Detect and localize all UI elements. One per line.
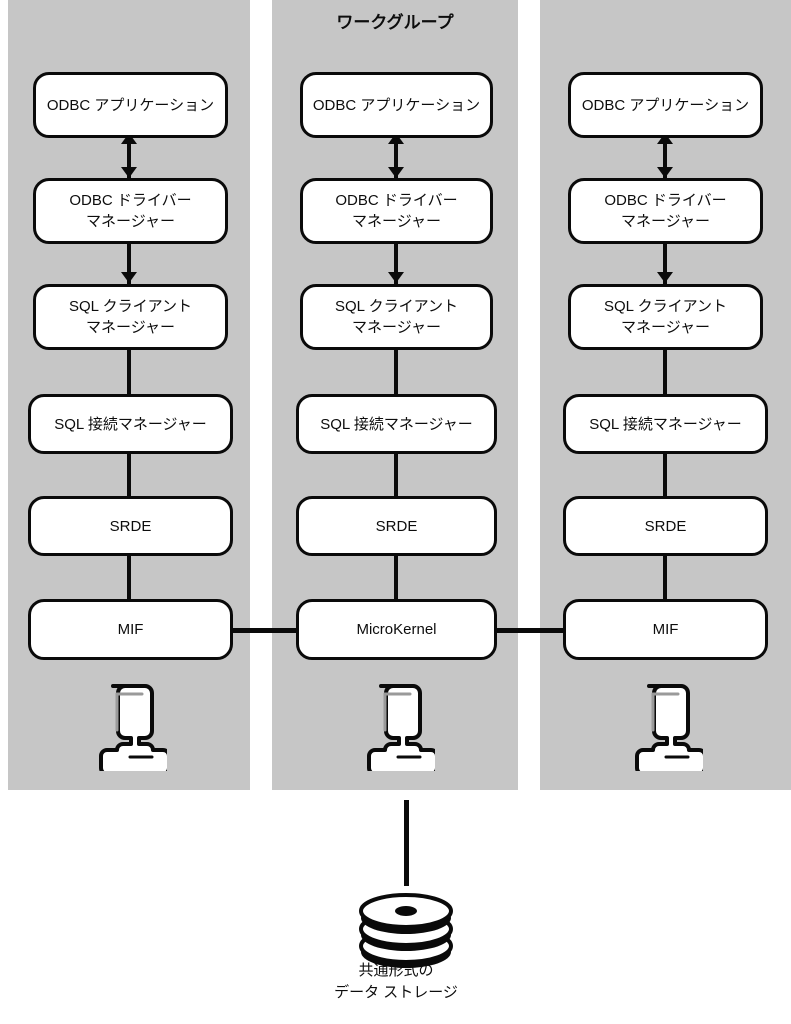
connector-right-client-conn: [663, 348, 667, 396]
node-center-odbc-application[interactable]: ODBC アプリケーション: [300, 72, 493, 138]
connector-microkernel-to-right-mif: [497, 628, 563, 633]
node-label: MIF: [652, 621, 679, 638]
workstation-icon-right: [627, 683, 703, 771]
connector-left-mif-to-microkernel: [233, 628, 300, 633]
workstation-icon-center: [359, 683, 435, 771]
arrowhead-down-left-client: [121, 272, 137, 283]
node-right-odbc-driver-manager[interactable]: ODBC ドライバー マネージャー: [568, 178, 763, 244]
node-label: SQL 接続マネージャー: [54, 415, 207, 433]
node-label: ODBC ドライバー マネージャー: [335, 192, 458, 230]
node-label: SRDE: [375, 517, 418, 535]
connector-microkernel-to-storage: [404, 800, 409, 886]
connector-left-driver-client: [127, 241, 131, 287]
node-center-sql-connection-manager[interactable]: SQL 接続マネージャー: [296, 394, 497, 454]
connector-center-conn-srde: [394, 453, 398, 501]
arrowhead-down-center-driver: [388, 167, 404, 178]
arrowhead-up-left-app: [121, 133, 137, 144]
node-left-odbc-application[interactable]: ODBC アプリケーション: [33, 72, 228, 138]
workgroup-title: ワークグループ: [336, 13, 454, 32]
node-left-srde[interactable]: SRDE: [28, 496, 233, 556]
connector-left-srde-mif: [127, 556, 131, 602]
node-center-odbc-driver-manager[interactable]: ODBC ドライバー マネージャー: [300, 178, 493, 244]
node-label: MicroKernel: [356, 621, 437, 638]
node-label: SRDE: [644, 517, 687, 535]
node-right-sql-connection-manager[interactable]: SQL 接続マネージャー: [563, 394, 768, 454]
connector-right-srde-mif: [663, 556, 667, 602]
node-center-srde[interactable]: SRDE: [296, 496, 497, 556]
node-left-mif[interactable]: MIF: [28, 599, 233, 660]
node-label: ODBC アプリケーション: [312, 96, 481, 114]
arrowhead-down-right-client: [657, 272, 673, 283]
arrowhead-up-right-app: [657, 133, 673, 144]
connector-left-client-conn: [127, 348, 131, 396]
arrowhead-down-left-driver: [121, 167, 137, 178]
arrowhead-down-right-driver: [657, 167, 673, 178]
connector-right-conn-srde: [663, 453, 667, 501]
node-right-srde[interactable]: SRDE: [563, 496, 768, 556]
node-label: ODBC アプリケーション: [46, 96, 215, 114]
node-label: ODBC ドライバー マネージャー: [604, 192, 727, 230]
node-center-sql-client-manager[interactable]: SQL クライアント マネージャー: [300, 284, 493, 350]
connector-center-srde-microkernel: [394, 556, 398, 602]
node-label: SQL 接続マネージャー: [320, 415, 473, 433]
database-disk-stack-icon: [352, 890, 460, 974]
node-label: SQL クライアント マネージャー: [68, 298, 193, 336]
node-label: SQL クライアント マネージャー: [603, 298, 728, 336]
node-right-odbc-application[interactable]: ODBC アプリケーション: [568, 72, 763, 138]
node-right-sql-client-manager[interactable]: SQL クライアント マネージャー: [568, 284, 763, 350]
connector-center-client-conn: [394, 348, 398, 396]
node-left-sql-client-manager[interactable]: SQL クライアント マネージャー: [33, 284, 228, 350]
node-label: SRDE: [109, 517, 152, 535]
connector-right-driver-client: [663, 241, 667, 287]
connector-left-conn-srde: [127, 453, 131, 501]
workstation-icon-left: [91, 683, 167, 771]
node-label: SQL 接続マネージャー: [589, 415, 742, 433]
node-left-odbc-driver-manager[interactable]: ODBC ドライバー マネージャー: [33, 178, 228, 244]
node-label: ODBC ドライバー マネージャー: [69, 192, 192, 230]
node-label: ODBC アプリケーション: [581, 96, 750, 114]
arrowhead-down-center-client: [388, 272, 404, 283]
node-center-microkernel[interactable]: MicroKernel: [296, 599, 497, 660]
node-label: SQL クライアント マネージャー: [334, 298, 459, 336]
node-left-sql-connection-manager[interactable]: SQL 接続マネージャー: [28, 394, 233, 454]
node-right-mif[interactable]: MIF: [563, 599, 768, 660]
node-label: MIF: [117, 621, 144, 638]
connector-center-driver-client: [394, 241, 398, 287]
arrowhead-up-center-app: [388, 133, 404, 144]
